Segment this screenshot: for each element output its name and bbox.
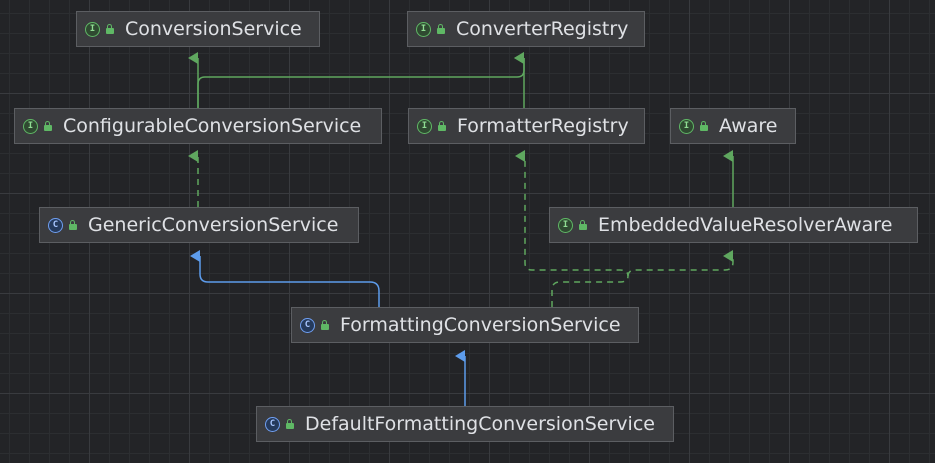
class-icon: C bbox=[265, 416, 280, 432]
class-icon: C bbox=[300, 317, 315, 333]
interface-icon: I bbox=[417, 118, 432, 134]
class-node-configurable-conversion-service[interactable]: I ConfigurableConversionService bbox=[14, 108, 382, 144]
edge-formatting-to-generic bbox=[190, 250, 380, 307]
public-lock-icon bbox=[578, 220, 587, 230]
node-label: FormattingConversionService bbox=[340, 314, 621, 336]
node-label: DefaultFormattingConversionService bbox=[305, 413, 655, 435]
node-label: GenericConversionService bbox=[88, 214, 339, 236]
node-label: ConfigurableConversionService bbox=[63, 115, 362, 137]
public-lock-icon bbox=[105, 24, 114, 34]
class-node-formatting-conversion-service[interactable]: C FormattingConversionService bbox=[291, 307, 639, 343]
class-node-converter-registry[interactable]: I ConverterRegistry bbox=[407, 11, 645, 47]
interface-icon: I bbox=[679, 118, 694, 134]
public-lock-icon bbox=[320, 320, 329, 330]
public-lock-icon bbox=[436, 24, 445, 34]
public-lock-icon bbox=[68, 220, 77, 230]
public-lock-icon bbox=[43, 121, 52, 131]
class-icon: C bbox=[48, 217, 63, 233]
public-lock-icon bbox=[285, 419, 294, 429]
node-label: ConversionService bbox=[125, 18, 302, 40]
interface-icon: I bbox=[558, 217, 573, 233]
class-node-formatter-registry[interactable]: I FormatterRegistry bbox=[408, 108, 645, 144]
class-node-embedded-value-resolver-aware[interactable]: I EmbeddedValueResolverAware bbox=[549, 207, 918, 243]
edge-formatting-to-embedded-value-resolver-aware bbox=[627, 250, 734, 277]
public-lock-icon bbox=[437, 121, 446, 131]
node-label: FormatterRegistry bbox=[457, 115, 629, 137]
class-node-generic-conversion-service[interactable]: C GenericConversionService bbox=[39, 207, 359, 243]
node-label: ConverterRegistry bbox=[456, 18, 629, 40]
class-node-conversion-service[interactable]: I ConversionService bbox=[76, 11, 320, 47]
class-node-aware[interactable]: I Aware bbox=[670, 108, 796, 144]
interface-icon: I bbox=[23, 118, 38, 134]
class-node-default-formatting-conversion-service[interactable]: C DefaultFormattingConversionService bbox=[256, 406, 674, 442]
node-label: Aware bbox=[719, 115, 778, 137]
interface-icon: I bbox=[85, 21, 100, 37]
node-label: EmbeddedValueResolverAware bbox=[598, 214, 893, 236]
edge-configurable-to-converter-registry bbox=[197, 52, 525, 108]
public-lock-icon bbox=[699, 121, 708, 131]
interface-icon: I bbox=[416, 21, 431, 37]
